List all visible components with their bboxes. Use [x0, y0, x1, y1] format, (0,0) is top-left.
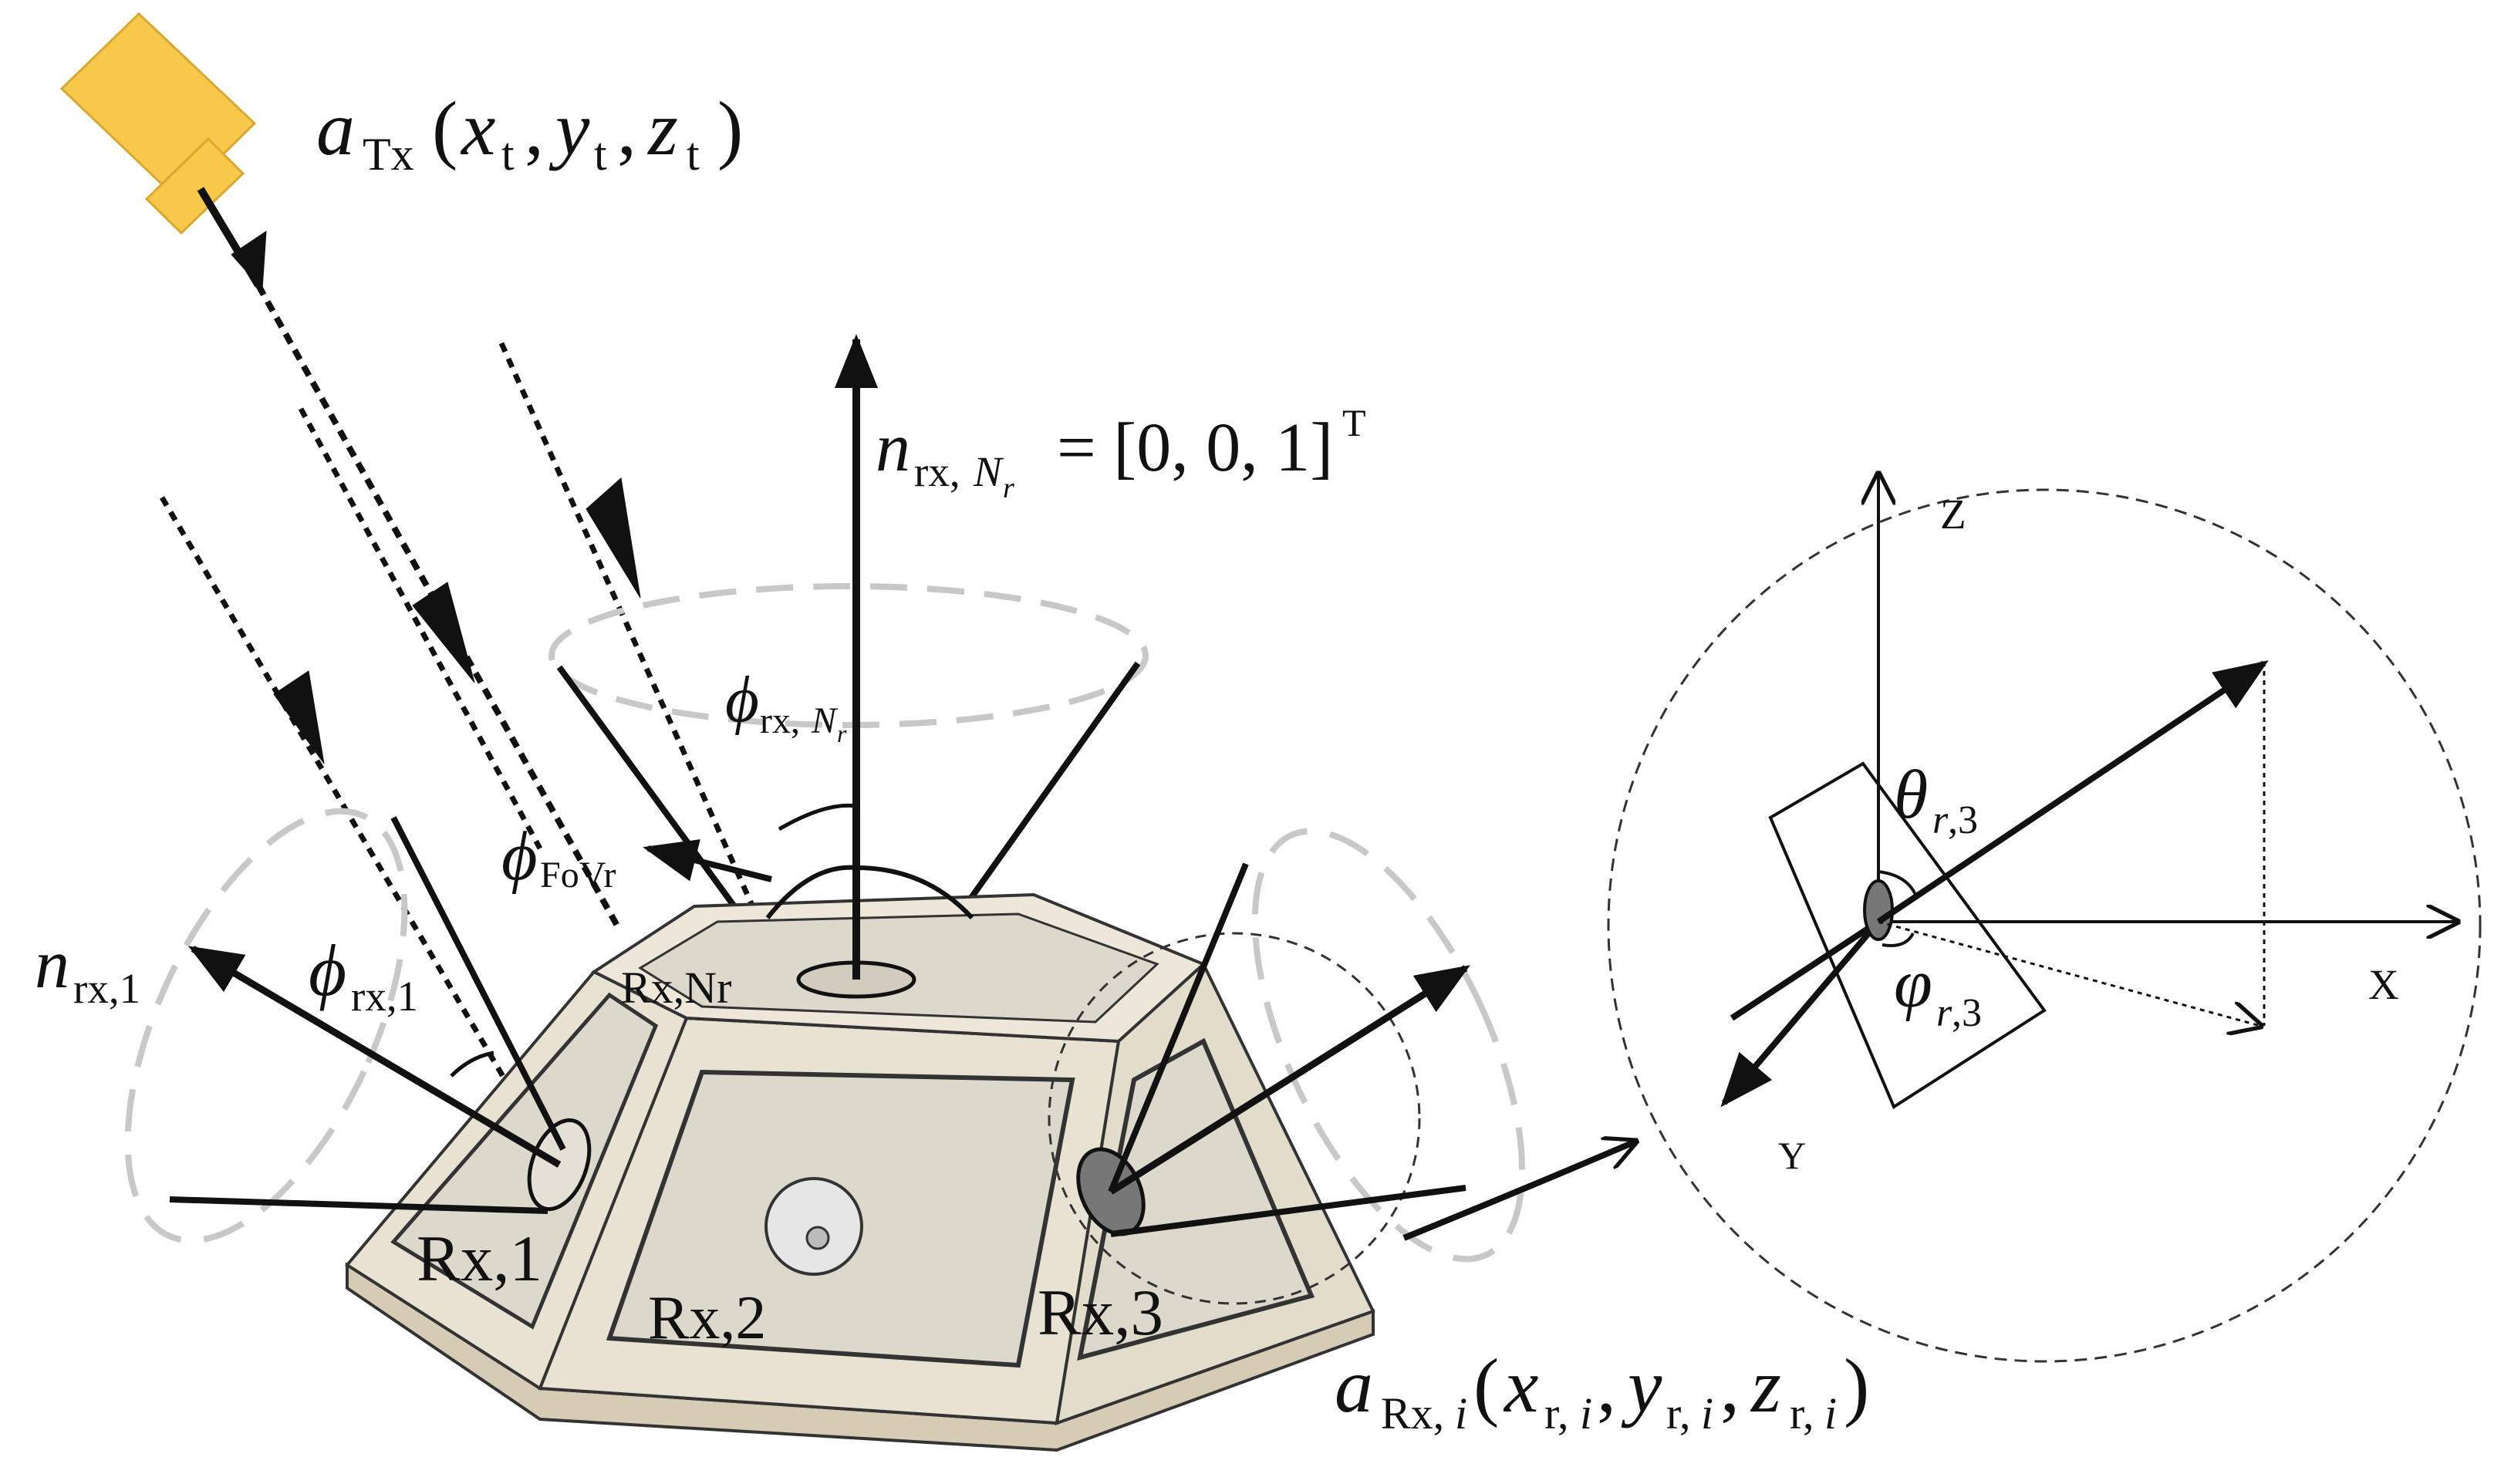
label-axis-y: Y — [1778, 1134, 1806, 1177]
label-phi-rx1: ϕ rx,1 — [309, 929, 418, 1020]
svg-text:i: i — [1701, 1388, 1713, 1438]
receiver-plate — [1768, 761, 2047, 1109]
axis-y-line — [1720, 919, 1882, 1108]
svg-text:a: a — [1335, 1343, 1373, 1428]
svg-text:z: z — [646, 86, 678, 171]
svg-text:r: r — [1932, 798, 1949, 842]
svg-text:): ) — [717, 86, 743, 171]
svg-text:r,: r, — [1666, 1388, 1691, 1438]
svg-text:Rx,: Rx, — [1381, 1388, 1444, 1438]
svg-text:t: t — [594, 129, 607, 180]
svg-text:y: y — [548, 86, 590, 171]
svg-text:rx,: rx, — [914, 448, 960, 495]
photodiode-rx2 — [764, 1177, 863, 1276]
svg-text:,3: ,3 — [1948, 798, 1978, 842]
svg-text:t: t — [687, 129, 700, 180]
fov-arrow — [643, 839, 772, 882]
coordinate-zoom — [1607, 474, 2482, 1363]
svg-text:= [0, 0, 1]: = [0, 0, 1] — [1057, 410, 1333, 486]
label-rx2: Rx,2 — [648, 1284, 766, 1352]
svg-text:Tx: Tx — [363, 129, 414, 180]
ray-arrowhead — [412, 582, 475, 683]
svg-text:φ: φ — [1894, 946, 1932, 1022]
svg-text:r,: r, — [1790, 1388, 1814, 1438]
svg-text:N: N — [811, 700, 839, 741]
varphi-arc — [1882, 932, 1915, 947]
label-phi-fov: ϕ FoVr — [501, 818, 616, 895]
photodiode-zoom — [1863, 879, 1894, 941]
svg-text:rx,1: rx,1 — [73, 965, 140, 1012]
ray-line — [255, 284, 620, 927]
svg-text:,: , — [1597, 1343, 1616, 1428]
svg-text:N: N — [973, 448, 1004, 495]
svg-text:rx,: rx, — [760, 700, 800, 741]
label-n-rx1: n rx,1 — [35, 926, 140, 1012]
svg-text:,: , — [617, 86, 636, 171]
svg-text:FoVr: FoVr — [540, 855, 616, 895]
svg-text:): ) — [1844, 1343, 1869, 1428]
label-rx1: Rx,1 — [417, 1223, 542, 1295]
rx1-fov-cone — [124, 808, 566, 1244]
fov-arc — [765, 865, 974, 920]
receiver-body — [345, 892, 1375, 1452]
ray-line — [298, 407, 543, 850]
svg-text:r: r — [1936, 991, 1952, 1035]
svg-text:,: , — [525, 86, 544, 171]
transmitter-icon — [59, 12, 257, 235]
zoom-arrow — [1402, 1142, 1635, 1241]
ray-line — [498, 342, 775, 950]
label-theta: θ r ,3 — [1894, 757, 1978, 842]
svg-text:θ: θ — [1894, 757, 1928, 833]
ray-arrowhead — [586, 477, 641, 599]
svg-text:r: r — [837, 720, 847, 747]
svg-text:x: x — [460, 86, 495, 171]
svg-text:ϕ: ϕ — [309, 929, 346, 1011]
ray-arrowhead — [273, 670, 325, 764]
svg-text:(: ( — [432, 86, 457, 171]
label-rx-nr: Rx,Nr — [621, 963, 731, 1013]
label-axis-z: Z — [1940, 491, 1966, 538]
normal-vector-rx1 — [187, 946, 562, 1168]
label-receiver-position: a Rx, i ( x r, i , y r, i , z r, i ) — [1335, 1343, 1869, 1438]
svg-text:n: n — [876, 410, 910, 486]
svg-text:i: i — [1824, 1388, 1837, 1438]
label-top-normal: n rx, N r = [0, 0, 1] T — [876, 401, 1366, 504]
svg-text:n: n — [35, 926, 69, 1003]
svg-text:,: , — [1720, 1343, 1740, 1428]
phi-top-arc — [778, 803, 857, 831]
label-phi-top: ϕ rx, N r — [725, 663, 847, 747]
label-transmitter-position: a Tx ( x t , y t , z t ) — [316, 86, 743, 180]
light-rays — [159, 187, 775, 1128]
label-varphi: φ r ,3 — [1894, 946, 1982, 1035]
window-rx1 — [390, 992, 659, 1330]
svg-text:,3: ,3 — [1952, 991, 1982, 1035]
svg-text:a: a — [316, 86, 355, 171]
label-rx3: Rx,3 — [1038, 1277, 1163, 1349]
rx3-fov-cone — [1048, 828, 1526, 1305]
svg-text:t: t — [501, 129, 515, 180]
svg-text:i: i — [1580, 1388, 1592, 1438]
projection-horizontal — [1878, 920, 2260, 1026]
svg-text:T: T — [1342, 401, 1366, 444]
normal-vector-rx3 — [1109, 965, 1470, 1195]
svg-text:(: ( — [1473, 1343, 1499, 1428]
svg-text:r: r — [1003, 472, 1014, 504]
svg-text:z: z — [1750, 1343, 1781, 1428]
svg-text:ϕ: ϕ — [725, 663, 759, 736]
svg-text:rx,1: rx,1 — [351, 973, 418, 1020]
svg-text:ϕ: ϕ — [501, 818, 538, 895]
direction-vector — [1876, 660, 2269, 925]
svg-text:r,: r, — [1544, 1388, 1569, 1438]
theta-arc — [1878, 870, 1919, 899]
label-axis-x: X — [2368, 961, 2399, 1008]
ray-arrowhead — [231, 231, 267, 291]
svg-text:x: x — [1503, 1343, 1538, 1428]
svg-text:i: i — [1455, 1388, 1467, 1438]
svg-text:y: y — [1621, 1343, 1662, 1428]
